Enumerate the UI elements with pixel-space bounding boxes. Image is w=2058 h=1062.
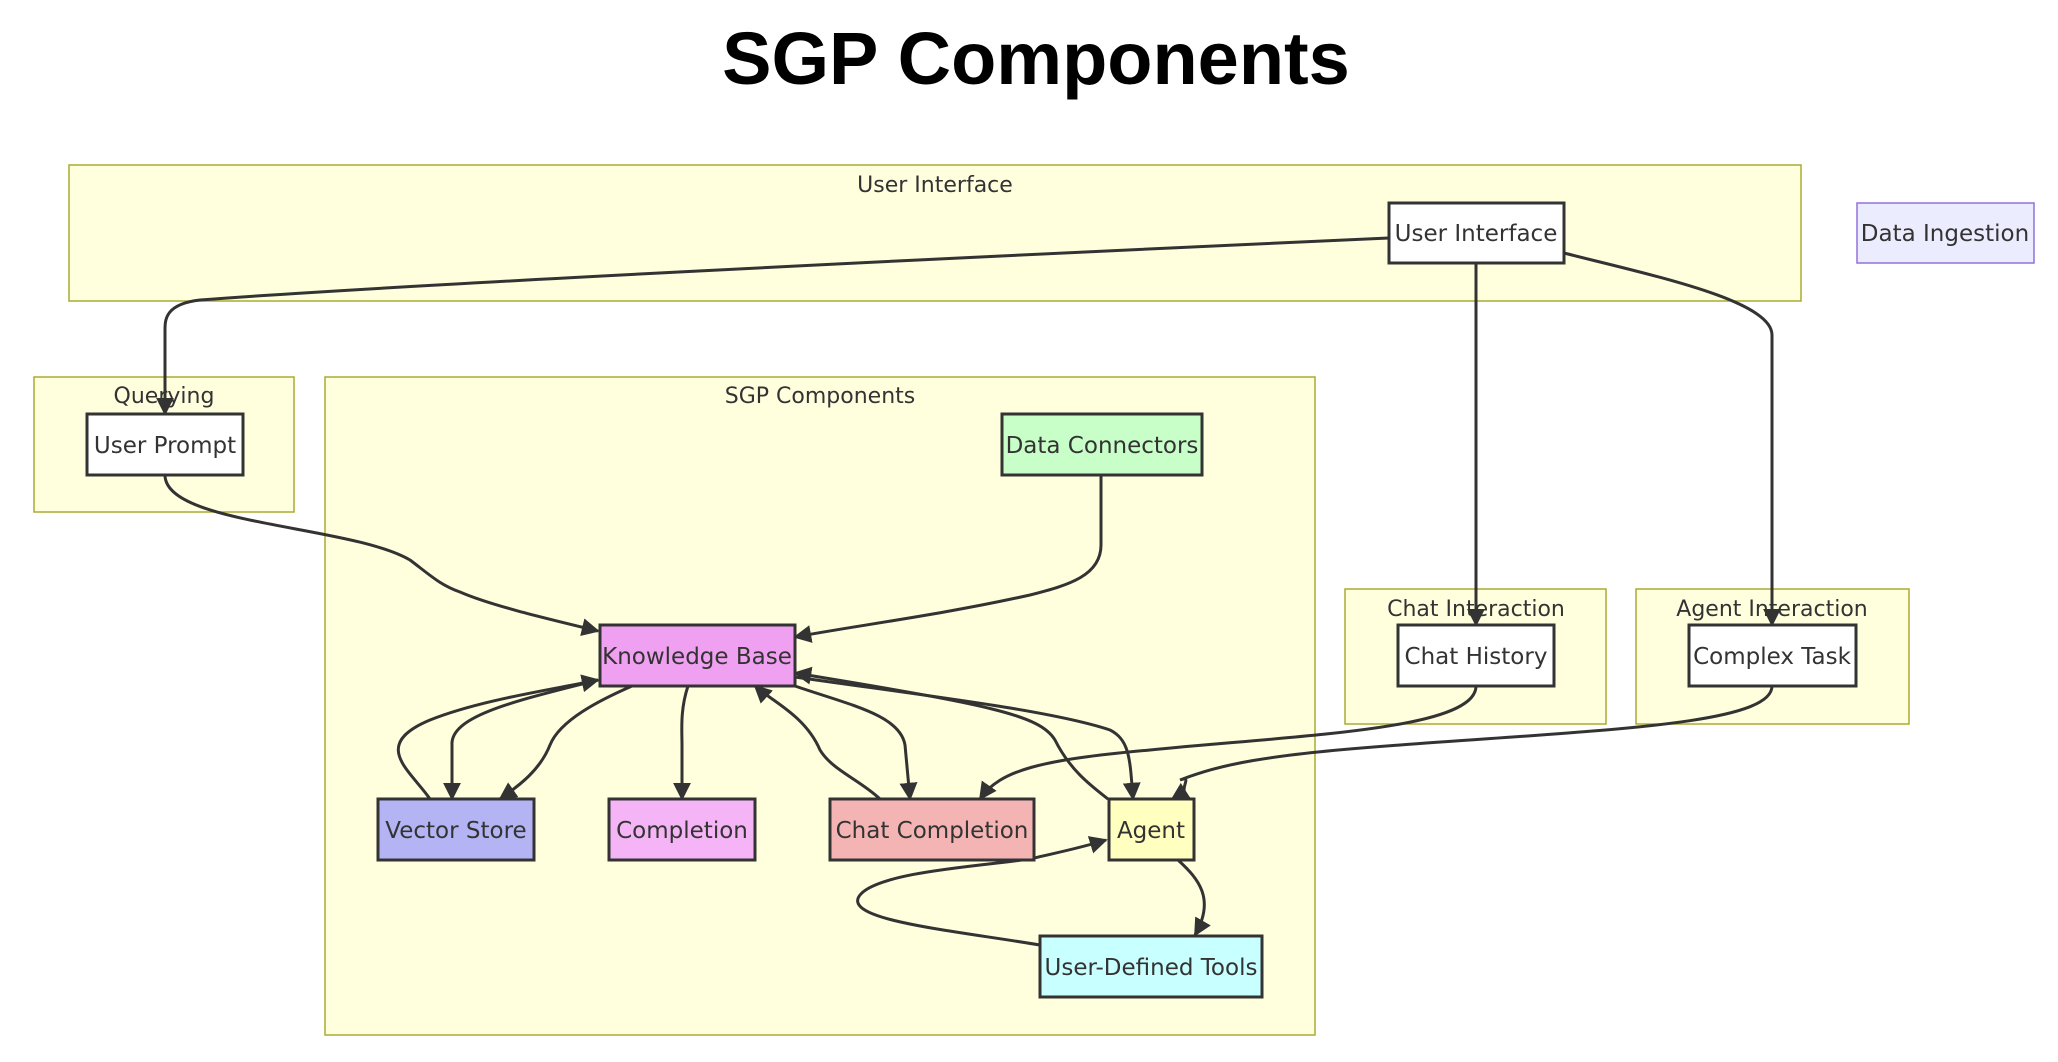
- edge-user-defined-tools-to-agent: [856, 836, 1108, 947]
- node-label-chat-completion: Chat Completion: [836, 818, 1029, 844]
- node-label-user-interface: User Interface: [1395, 221, 1558, 247]
- node-completion[interactable]: Completion: [607, 797, 757, 862]
- node-label-completion: Completion: [616, 818, 748, 844]
- cluster-label-user-interface: User Interface: [857, 173, 1013, 198]
- edge-vector-store-to-knowledge-base: [396, 674, 600, 800]
- node-label-agent: Agent: [1117, 818, 1185, 844]
- node-complex-task[interactable]: Complex Task: [1687, 623, 1858, 688]
- node-chat-completion[interactable]: Chat Completion: [828, 797, 1036, 862]
- edge-user-prompt-to-knowledge-base: [163, 474, 600, 636]
- edge-knowledge-base-to-vector-store-2: [498, 684, 633, 801]
- node-label-vector-store: Vector Store: [385, 818, 526, 844]
- edge-knowledge-base-to-vector-store: [443, 678, 599, 801]
- node-label-user-defined-tools: User-Defined Tools: [1045, 955, 1258, 981]
- node-data-connectors[interactable]: Data Connectors: [1000, 412, 1204, 477]
- edge-chat-completion-to-knowledge-base: [753, 684, 882, 801]
- node-data-ingestion[interactable]: Data Ingestion: [1856, 202, 2035, 264]
- diagram-title: SGP Components: [722, 17, 1350, 100]
- node-chat-history[interactable]: Chat History: [1396, 623, 1556, 688]
- node-label-complex-task: Complex Task: [1693, 644, 1852, 670]
- edge-user-interface-to-complex-task: [1563, 251, 1781, 627]
- node-label-knowledge-base: Knowledge Base: [602, 644, 792, 670]
- edge-data-connectors-to-knowledge-base: [793, 475, 1103, 643]
- edge-agent-to-user-defined-tools: [1176, 858, 1211, 937]
- cluster-label-sgp-components: SGP Components: [725, 384, 915, 409]
- edge-knowledge-base-to-agent: [794, 675, 1141, 801]
- edges: [156, 236, 1781, 947]
- node-user-interface[interactable]: User Interface: [1387, 201, 1566, 265]
- cluster-sgp-components: SGP Components: [324, 376, 1316, 1036]
- node-knowledge-base[interactable]: Knowledge Base: [598, 623, 797, 688]
- node-user-defined-tools[interactable]: User-Defined Tools: [1038, 934, 1264, 999]
- node-label-user-prompt: User Prompt: [94, 433, 236, 459]
- node-label-data-connectors: Data Connectors: [1006, 433, 1199, 459]
- node-agent[interactable]: Agent: [1107, 797, 1196, 862]
- node-user-prompt[interactable]: User Prompt: [85, 412, 245, 477]
- node-label-data-ingestion: Data Ingestion: [1861, 221, 2029, 247]
- node-vector-store[interactable]: Vector Store: [376, 797, 536, 862]
- node-label-chat-history: Chat History: [1405, 644, 1548, 670]
- edge-knowledge-base-to-chat-completion: [794, 684, 918, 801]
- edge-complex-task-to-agent: [1171, 685, 1774, 801]
- edge-chat-history-to-chat-completion: [978, 685, 1478, 801]
- edge-user-interface-to-user-prompt: [156, 236, 1390, 416]
- edge-knowledge-base-to-completion: [673, 685, 691, 801]
